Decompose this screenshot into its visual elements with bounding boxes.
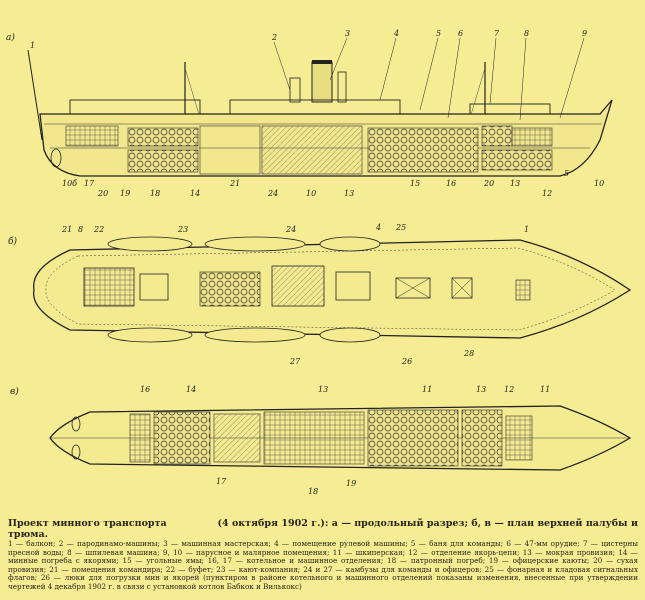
- callout-number: 15: [410, 179, 420, 188]
- galley: [199, 271, 261, 307]
- callout-number: 20: [97, 189, 108, 198]
- callout-number: 16: [140, 385, 150, 394]
- callout-number: 10б: [62, 179, 77, 188]
- boat: [204, 327, 306, 343]
- callout-number: 19: [346, 479, 356, 488]
- callout-number: 7: [494, 29, 500, 38]
- callout-number: 28: [463, 349, 474, 358]
- callout-number: 1: [30, 41, 35, 50]
- callout-number: 10: [306, 189, 316, 198]
- callout-number: 14: [186, 385, 196, 394]
- callout-number: 25: [395, 223, 406, 232]
- mine-magazine-aft: [153, 411, 211, 465]
- propeller: [50, 148, 62, 168]
- figure-caption: Проект минного транспорта (4 октября 190…: [8, 518, 638, 592]
- caption-title: Проект минного транспорта (4 октября 190…: [8, 518, 639, 540]
- boiler-room: [263, 411, 365, 465]
- mine-magazine-fore: [367, 127, 479, 173]
- callout-number: 16: [446, 179, 456, 188]
- callout-number: 23: [177, 225, 188, 234]
- callout-number: 24: [267, 189, 278, 198]
- callout-number: 24: [285, 225, 296, 234]
- callout-number: 6: [458, 29, 463, 38]
- engine-room: [213, 413, 261, 463]
- upper-deck-plan: б) 21 8 22 23 24 4 25 1 27 26 28: [8, 223, 632, 366]
- callout-number: 27: [289, 357, 301, 366]
- callout-number: 20: [483, 179, 494, 188]
- deck-outline: [33, 239, 632, 339]
- callout-number: 17: [84, 179, 95, 188]
- callout-number: 18: [308, 487, 318, 496]
- callout-number: 5: [564, 169, 569, 178]
- boat: [319, 327, 381, 343]
- view-v-label: в): [10, 386, 19, 397]
- view-a-label: а): [6, 32, 15, 43]
- callout-number: 4: [393, 29, 399, 38]
- callout-number: 10: [594, 179, 604, 188]
- boat: [107, 236, 193, 252]
- callout-number: 13: [476, 385, 486, 394]
- callout-number: 2: [271, 33, 277, 42]
- capstan: [515, 279, 531, 301]
- callout-number: 4: [375, 223, 381, 232]
- funnel-casing: [271, 265, 325, 307]
- callout-number: 21: [61, 225, 72, 234]
- mine-magazine-fore: [367, 409, 459, 467]
- callout-number: 17: [216, 477, 227, 486]
- mine-hatch: [451, 277, 473, 299]
- callout-number: 11: [540, 385, 550, 394]
- callout-number: 12: [504, 385, 514, 394]
- callout-number: 3: [345, 29, 350, 38]
- callout-number: 13: [510, 179, 520, 188]
- captain-quarters: [83, 267, 135, 307]
- callout-number: 14: [190, 189, 200, 198]
- funnel: [311, 61, 333, 103]
- callout-number: 13: [344, 189, 354, 198]
- boiler-room: [261, 125, 363, 175]
- callout-number: 11: [422, 385, 432, 394]
- side-section-view: а) 2 3 4 5 6 7: [6, 29, 613, 198]
- boat: [107, 327, 193, 343]
- callout-number: 1: [524, 225, 529, 234]
- hold-plan: в) 16 14 13 11 13 12 11 17 18 19: [10, 385, 632, 496]
- callout-number: 19: [120, 189, 130, 198]
- caption-legend: 1 — балкон; 2 — пародинамо-машины; 3 — м…: [8, 539, 638, 591]
- callout-number: 21: [229, 179, 240, 188]
- boat: [319, 236, 381, 252]
- callout-number: 8: [524, 29, 529, 38]
- callout-number: 8: [78, 225, 83, 234]
- stern-flagpole: [27, 49, 43, 141]
- callout-number: 5: [436, 29, 441, 38]
- callout-number: 9: [582, 29, 587, 38]
- view-b-label: б): [8, 236, 17, 247]
- boat: [204, 236, 306, 252]
- mine-magazine-aft: [127, 127, 199, 147]
- mine-hatch: [395, 277, 431, 299]
- callout-number: 22: [93, 225, 104, 234]
- callout-number: 26: [401, 357, 412, 366]
- callout-number: 12: [542, 189, 552, 198]
- callout-number: 18: [150, 189, 160, 198]
- callout-number: 13: [318, 385, 328, 394]
